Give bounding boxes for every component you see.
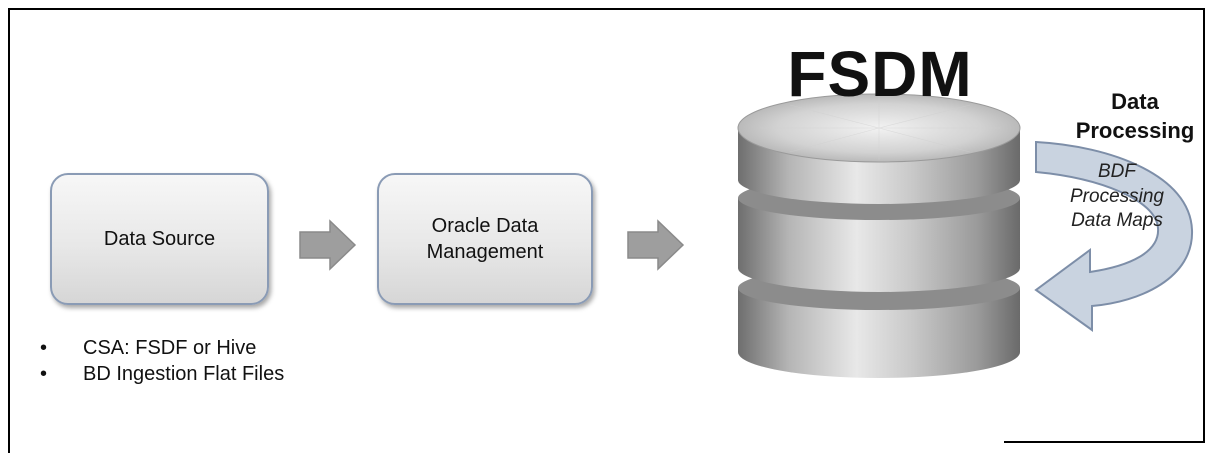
fsdm-title: FSDM: [787, 38, 973, 110]
oracle-data-management-label: Oracle Data Management: [426, 215, 544, 263]
bullet-dot: •: [40, 363, 48, 385]
bullet-dot: •: [40, 337, 48, 359]
data-source-label: Data Source: [103, 228, 216, 250]
data-source-box: Data Source: [50, 173, 269, 305]
frame-border-top: [8, 8, 1205, 10]
frame-border-bottom: [1004, 441, 1205, 443]
frame-border-left: [8, 8, 10, 453]
data-processing-subtitle: BDF Processing Data Maps: [1070, 161, 1164, 232]
flow-arrow-right-icon: [299, 219, 357, 271]
bullet-text: CSA: FSDF or Hive: [83, 337, 257, 359]
oracle-data-management-box: Oracle Data Management: [377, 173, 593, 305]
data-processing-title: Data Processing: [1075, 89, 1195, 143]
frame-border-right: [1203, 8, 1205, 443]
bullet-item: • BD Ingestion Flat Files: [40, 361, 293, 387]
bullet-text: BD Ingestion Flat Files: [83, 363, 285, 385]
flow-arrow-right-icon-2: [627, 219, 685, 271]
data-source-bullet-list: • CSA: FSDF or Hive • BD Ingestion Flat …: [40, 335, 293, 387]
bullet-item: • CSA: FSDF or Hive: [40, 335, 293, 361]
